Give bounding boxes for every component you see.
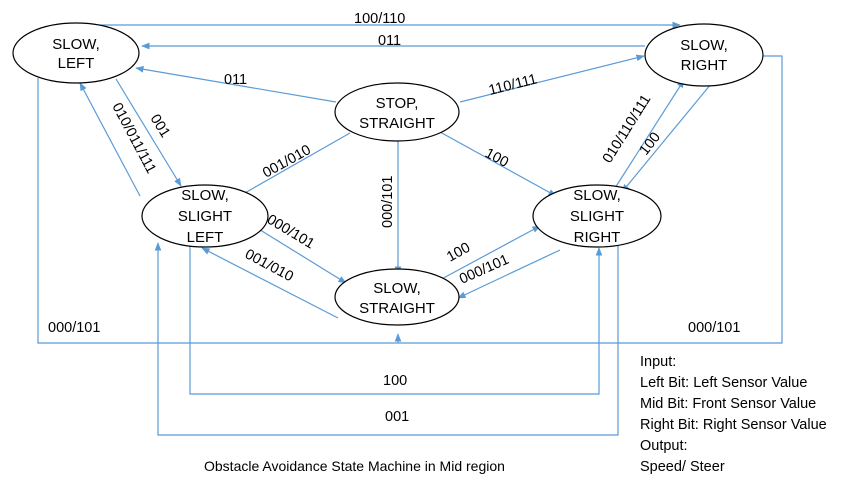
legend-left-bit: Left Bit: Left Sensor Value [640, 375, 808, 391]
label-011-stop-left: 011 [224, 72, 247, 88]
state-slow-slight-right-line2: SLIGHT [570, 208, 624, 225]
label-000-101-stop: 000/101 [380, 176, 396, 228]
label-001-010-straight: 001/010 [242, 246, 296, 285]
edge-slightright-to-slightleft-bottom [154, 242, 619, 436]
label-001-010-stop: 001/010 [260, 142, 314, 181]
label-100-stop-right: 100 [482, 145, 511, 170]
state-slow-slight-left-line3: LEFT [187, 229, 224, 246]
label-110-111: 110/111 [487, 71, 539, 98]
label-000-101-left-outer: 000/101 [48, 320, 100, 336]
state-slow-right: SLOW, RIGHT [644, 23, 764, 87]
edge-slightright-to-straight [457, 249, 561, 299]
state-slow-slight-right-line1: SLOW, [573, 187, 621, 204]
state-slow-slight-left-line2: SLIGHT [178, 208, 232, 225]
state-slow-straight-line2: STRAIGHT [359, 300, 435, 317]
edge-left-outer-to-straight [37, 78, 402, 344]
legend-input-heading: Input: [640, 354, 677, 370]
label-000-101-right-outer: 000/101 [688, 320, 740, 336]
state-slow-left-line2: LEFT [58, 55, 95, 72]
state-stop-straight-line2: STRAIGHT [359, 115, 435, 132]
edge-slightleft-to-left [79, 82, 141, 197]
state-slow-straight: SLOW, STRAIGHT [334, 268, 460, 326]
legend-right-bit: Right Bit: Right Sensor Value [640, 417, 827, 433]
state-slow-left-line1: SLOW, [52, 36, 100, 53]
state-slow-slight-right: SLOW, SLIGHT RIGHT [532, 184, 662, 248]
label-100-straight: 100 [444, 240, 473, 266]
label-100-110: 100/110 [354, 11, 405, 27]
label-011-top: 011 [378, 33, 401, 49]
label-100-bottom: 100 [383, 373, 407, 389]
edge-stop-to-slightright [439, 131, 557, 197]
state-stop-straight-line1: STOP, [376, 95, 419, 112]
edge-right-to-slightright [621, 83, 712, 193]
label-000-101-sl: 000/101 [264, 212, 317, 253]
state-slow-slight-left: SLOW, SLIGHT LEFT [141, 184, 269, 248]
edge-right-outer-to-straight [398, 55, 783, 344]
state-slow-slight-left-line1: SLOW, [181, 187, 229, 204]
state-slow-straight-line1: SLOW, [373, 280, 421, 297]
diagram-caption: Obstacle Avoidance State Machine in Mid … [204, 458, 505, 474]
edge-straight-to-slightleft [201, 247, 339, 319]
edge-straight-to-slightright [435, 225, 541, 283]
edges [37, 21, 783, 436]
state-slow-right-line1: SLOW, [680, 37, 728, 54]
legend: Input: Left Bit: Left Sensor Value Mid B… [640, 352, 827, 478]
legend-output-heading: Output: [640, 438, 688, 454]
edge-stop-to-slightleft [235, 132, 351, 199]
edge-stop-to-left [135, 65, 337, 103]
edge-slightleft-to-slightright-bottom [189, 246, 603, 395]
legend-speed-steer: Speed/ Steer [640, 459, 725, 475]
label-001-bottom: 001 [385, 409, 409, 425]
edge-stop-to-right [459, 54, 645, 103]
edge-left-to-slightleft [115, 78, 182, 187]
edge-slightleft-to-straight [256, 227, 347, 284]
state-slow-right-line2: RIGHT [681, 57, 728, 74]
legend-mid-bit: Mid Bit: Front Sensor Value [640, 396, 817, 412]
label-100-right: 100 [637, 130, 665, 159]
state-slow-left: SLOW, LEFT [12, 22, 140, 84]
state-stop-straight: STOP, STRAIGHT [334, 82, 460, 142]
edge-slightright-to-right [614, 79, 685, 189]
state-slow-slight-right-line3: RIGHT [574, 229, 621, 246]
